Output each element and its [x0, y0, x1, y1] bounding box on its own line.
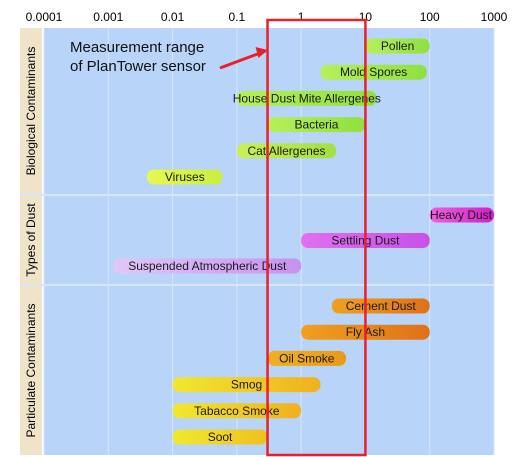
group-label: Types of Dust [24, 203, 38, 277]
annotation-text-line: Measurement range [70, 39, 204, 56]
bar-label: Pollen [381, 39, 414, 53]
group-label-background [20, 286, 42, 455]
bar-label: Soot [208, 430, 233, 444]
x-tick-label: 100 [420, 10, 440, 24]
range-bar [365, 38, 430, 54]
range-bar [172, 429, 268, 445]
x-tick-label: 0.01 [161, 10, 185, 24]
range-bar [429, 207, 494, 223]
range-bar [331, 298, 430, 314]
range-bar [320, 64, 427, 80]
x-tick-label: 0.0001 [26, 10, 63, 24]
group-label: Particulate Contaminants [24, 303, 38, 437]
bar-label: Heavy Dust [430, 208, 493, 222]
range-bar [236, 90, 377, 106]
bar-label: Cement Dust [346, 299, 417, 313]
range-bar [236, 143, 337, 159]
bar-label: Tabacco Smoke [194, 404, 280, 418]
x-tick-label: 0.001 [93, 10, 123, 24]
bar-label: Bacteria [294, 118, 338, 132]
x-tick-label: 1 [298, 10, 305, 24]
bar-label: Mold Spores [340, 65, 407, 79]
measurement-range-box [266, 18, 367, 457]
range-bar [172, 403, 302, 419]
grid [20, 28, 495, 455]
annotation: Measurement range of PlanTower sensor [70, 18, 367, 457]
annotation-text-line: of PlanTower sensor [70, 58, 206, 75]
range-bar [267, 117, 366, 133]
range-bar [113, 258, 302, 274]
annotation-arrow-head [255, 47, 268, 58]
x-tick-label: 1000 [481, 10, 508, 24]
bar-label: Smog [231, 378, 262, 392]
bar-label: Cat Allergenes [247, 144, 325, 158]
bar-label: Suspended Atmospheric Dust [128, 259, 287, 273]
group-label: Biological Contaminants [24, 47, 38, 176]
range-bar [267, 350, 347, 366]
group-label-background [20, 196, 42, 284]
bar-label: Oil Smoke [279, 351, 335, 365]
bar-label: House Dust Mite Allergenes [233, 91, 381, 105]
x-tick-label: 0.1 [229, 10, 246, 24]
range-bar [172, 377, 321, 393]
bar-label: Viruses [165, 170, 205, 184]
range-bar [146, 169, 223, 185]
group-label-background [20, 28, 42, 194]
